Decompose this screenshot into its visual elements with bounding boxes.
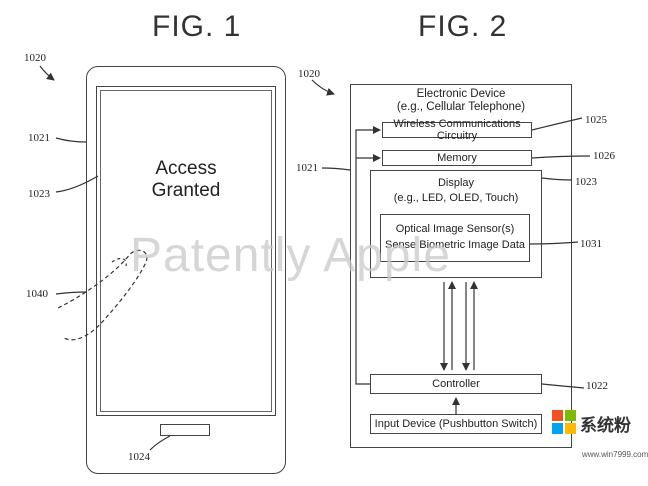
phone-housing (86, 66, 286, 474)
phone-display (96, 86, 276, 416)
leader-1020-fig2 (311, 79, 335, 96)
ref-1023-fig1: 1023 (28, 188, 50, 200)
device-title-line1: Electronic Device (416, 88, 506, 100)
display-line1: Display (437, 177, 475, 189)
watermark: Patently Apple (130, 229, 451, 282)
leader-1025 (531, 117, 583, 131)
ref-1024-fig1: 1024 (128, 451, 150, 463)
ref-1020-fig2: 1020 (298, 68, 320, 80)
leader-1026 (531, 155, 591, 159)
leader-1021-fig2 (321, 167, 351, 171)
ref-1022: 1022 (586, 380, 608, 392)
fig2-title: FIG. 2 (418, 10, 508, 43)
leader-1040-fig1 (55, 291, 87, 295)
phone-display-inner (100, 90, 272, 412)
logo-url: www.win7999.com (582, 450, 648, 459)
logo-text: 系统粉 (580, 416, 631, 435)
logo-square-blue (552, 423, 563, 434)
leader-1022 (541, 383, 585, 389)
sensor-line2: Sense Biometric Image Data (384, 239, 525, 251)
device-title: Electronic Device (e.g., Cellular Teleph… (350, 88, 572, 114)
finger-nail (111, 257, 127, 267)
display-label: Display (e.g., LED, OLED, Touch) (370, 176, 542, 206)
memory-box: Memory (382, 150, 532, 166)
ref-1020-fig1: 1020 (24, 52, 46, 64)
ref-1025: 1025 (585, 114, 607, 126)
logo-square-yellow (565, 423, 576, 434)
optical-sensor-box: Optical Image Sensor(s) Sense Biometric … (380, 214, 530, 262)
ref-1023-fig2: 1023 (575, 176, 597, 188)
electronic-device-box (350, 84, 572, 448)
access-line2: Granted (151, 180, 221, 201)
input-device-box: Input Device (Pushbutton Switch) (370, 414, 542, 434)
home-button (160, 424, 210, 436)
ref-1031: 1031 (580, 238, 602, 250)
fig1-title: FIG. 1 (152, 10, 242, 43)
ref-1021-fig1: 1021 (28, 132, 50, 144)
display-line2: (e.g., LED, OLED, Touch) (393, 192, 519, 204)
logo-square-red (552, 410, 563, 421)
leader-1020-fig1 (39, 65, 55, 81)
access-granted-text: Access Granted (100, 158, 272, 202)
leader-1021-fig1 (55, 137, 87, 143)
leader-1031 (529, 241, 579, 245)
ref-1026: 1026 (593, 150, 615, 162)
access-line1: Access (155, 158, 217, 179)
bus-to-wireless (355, 126, 381, 385)
ref-1021-fig2: 1021 (296, 162, 318, 174)
device-title-line2: (e.g., Cellular Telephone) (396, 101, 526, 113)
sensor-line1: Optical Image Sensor(s) (395, 223, 515, 235)
leader-1023-fig2 (541, 177, 573, 181)
logo-square-green (565, 410, 576, 421)
windows-logo-icon (552, 410, 576, 434)
ref-1040-fig1: 1040 (26, 288, 48, 300)
leader-1024-fig1 (149, 435, 171, 451)
leader-1023-fig1 (55, 175, 99, 193)
controller-box: Controller (370, 374, 542, 394)
